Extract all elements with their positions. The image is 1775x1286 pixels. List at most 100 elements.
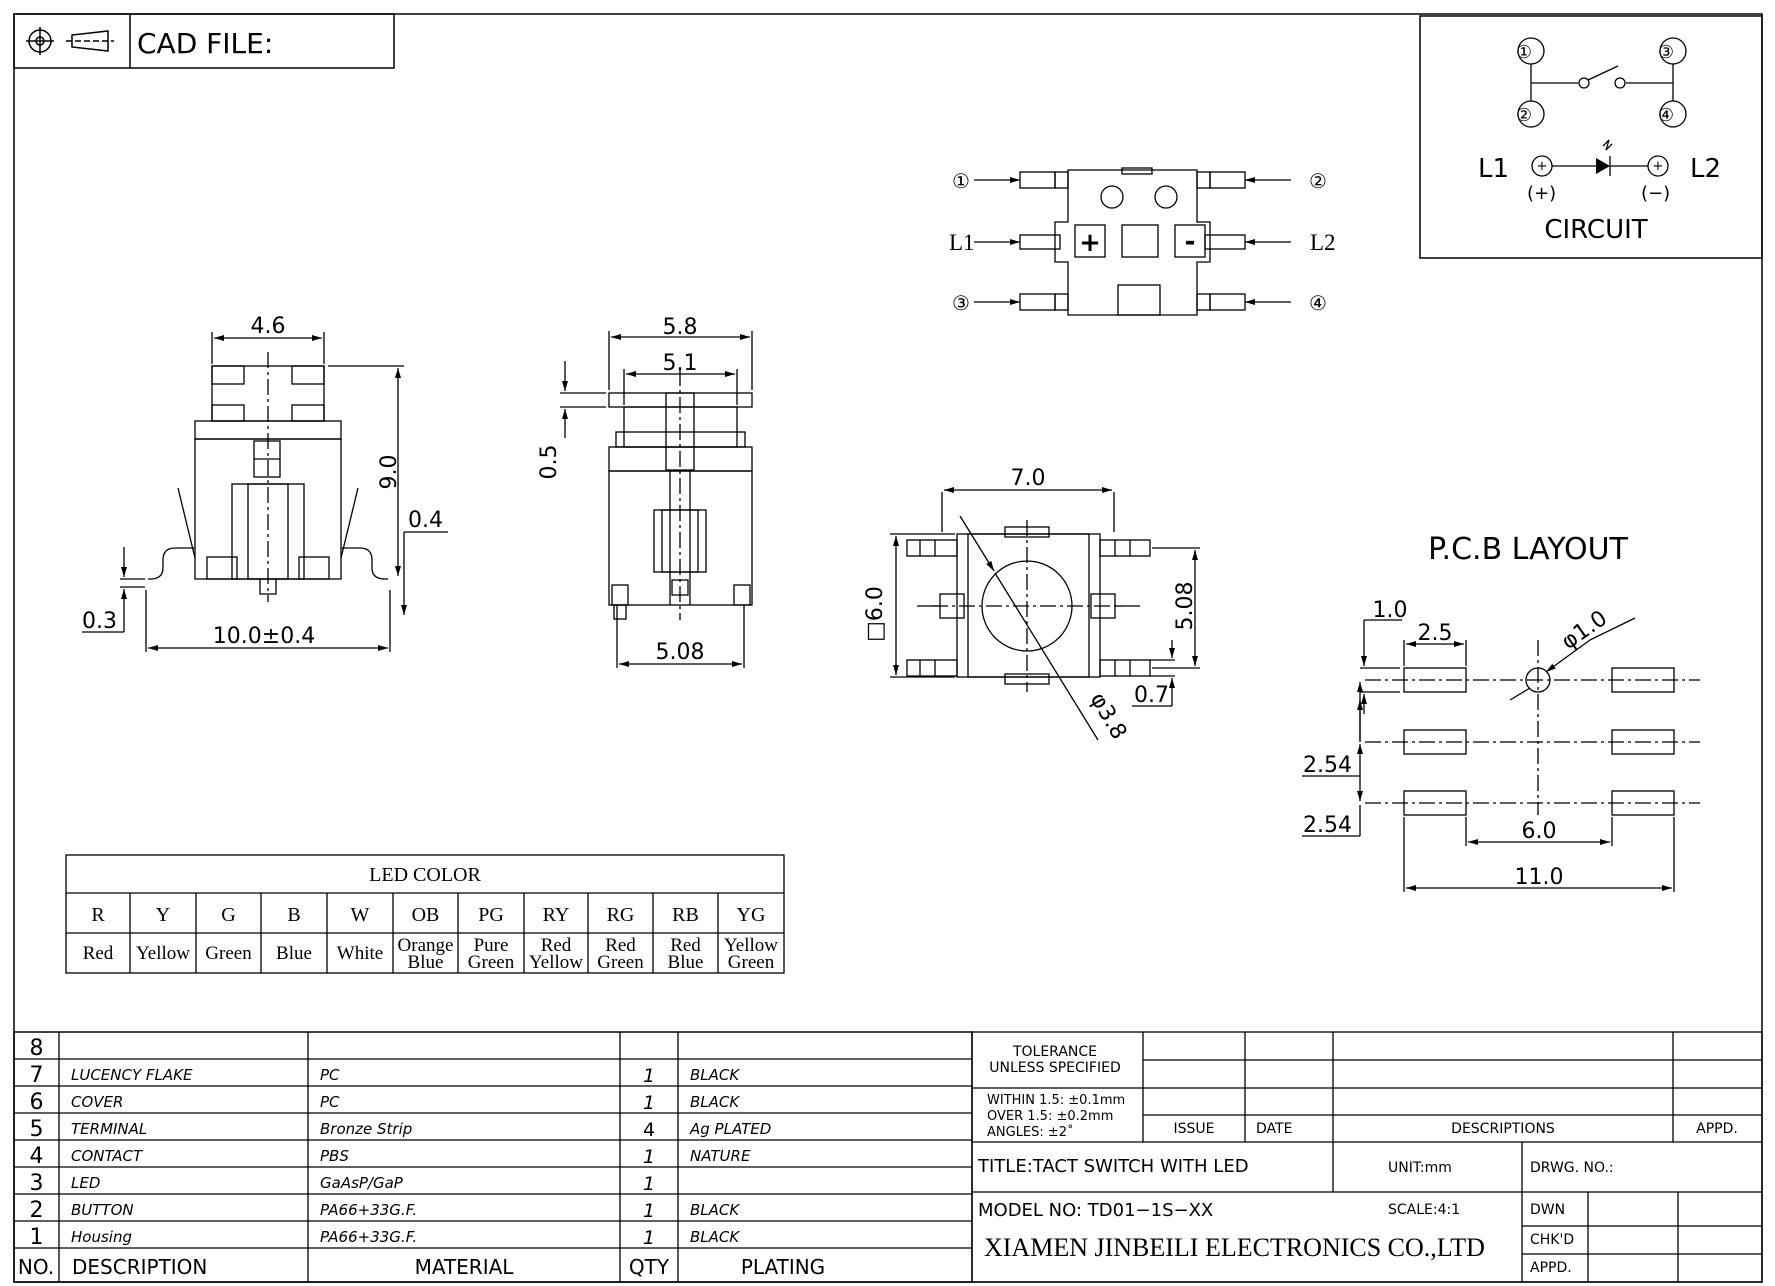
bom-material-cell: PC: [320, 1066, 340, 1084]
led-color-table: LED COLOR RRedYYellowGGreenBBlueWWhiteOB…: [65, 854, 785, 974]
bom-qty-cell: 1: [643, 1200, 655, 1222]
dim-pcb-6-0: 6.0: [1522, 819, 1557, 844]
led-color-name: Green: [597, 952, 644, 973]
bom-description-cell: COVER: [71, 1093, 123, 1111]
bom-qty-cell: 4: [643, 1119, 655, 1141]
circuit-l2-label: L2: [1690, 154, 1721, 184]
dim-pcb-11-0: 11.0: [1515, 865, 1564, 890]
bom-no-cell: 8: [30, 1036, 44, 1061]
circuit-pin-3: ③: [1658, 42, 1674, 63]
led-color-name: Red: [605, 935, 636, 956]
bom-header-no: NO.: [18, 1255, 54, 1279]
led-color-name: Blue: [408, 952, 444, 973]
bom-header-qty: QTY: [629, 1255, 670, 1279]
top-view-l1: L1: [949, 230, 975, 255]
dim-side-width: 5.8: [663, 315, 698, 340]
dim-bottom-body: □6.0: [863, 586, 888, 642]
led-color-name: Red: [670, 935, 701, 956]
top-view-drawing: + - ① ② ③ ④ L1 L2: [949, 167, 1336, 316]
svg-text:+: +: [1537, 159, 1548, 174]
front-view-drawing: 4.6 9.0 0.4 0.3 10.0±0.4: [82, 314, 448, 652]
led-color-name: Blue: [276, 943, 312, 964]
led-code: Y: [156, 904, 170, 926]
led-color-title: LED COLOR: [369, 864, 481, 886]
bom-no-cell: 3: [30, 1171, 44, 1196]
pcb-layout-drawing: P.C.B LAYOUT: [1302, 532, 1700, 892]
dim-front-height: 9.0: [377, 455, 402, 490]
top-view-pin-1: ①: [952, 169, 970, 193]
bom-material-cell: PBS: [320, 1147, 349, 1165]
led-code: YG: [737, 904, 766, 926]
led-code: OB: [412, 904, 440, 926]
circuit-title: CIRCUIT: [1544, 215, 1647, 245]
led-code: RY: [543, 904, 570, 926]
bom-no-cell: 2: [30, 1198, 44, 1223]
bom-material-cell: PC: [320, 1093, 340, 1111]
top-view-l2: L2: [1310, 230, 1336, 255]
pcb-layout-title: P.C.B LAYOUT: [1428, 532, 1628, 567]
svg-text:+: +: [1653, 159, 1664, 174]
led-color-name: Green: [205, 943, 252, 964]
led-code: RB: [672, 904, 699, 926]
side-view-drawing: 5.8 5.1 0.5 5.08: [537, 315, 753, 668]
dim-front-width: 4.6: [251, 314, 286, 339]
bom-description-cell: BUTTON: [71, 1201, 134, 1219]
bom-qty-cell: 1: [643, 1146, 655, 1168]
bom-plating-cell: BLACK: [690, 1228, 740, 1246]
bom-header-plating: PLATING: [741, 1255, 825, 1279]
scale-label: SCALE:4:1: [1388, 1202, 1460, 1218]
top-view-pin-4: ④: [1309, 291, 1327, 315]
led-color-name: Yellow: [529, 952, 583, 973]
cad-file-box: CAD FILE:: [13, 13, 395, 69]
dim-side-0-5: 0.5: [537, 445, 562, 480]
led-color-name: Blue: [668, 952, 704, 973]
bom-description-cell: TERMINAL: [71, 1120, 147, 1138]
dim-pcb-2-5: 2.5: [1418, 621, 1453, 646]
led-color-name: Red: [83, 943, 114, 964]
dim-front-overall: 10.0±0.4: [213, 624, 315, 649]
bom-no-cell: 4: [30, 1144, 44, 1169]
led-color-name: Yellow: [724, 935, 778, 956]
drawing-number-label: DRWG. NO.:: [1530, 1160, 1614, 1176]
bom-no-cell: 1: [30, 1225, 44, 1250]
led-color-name: Green: [468, 952, 515, 973]
dim-pcb-hole: φ1.0: [1557, 606, 1612, 655]
circuit-minus-label: (−): [1641, 183, 1670, 204]
bom-qty-cell: 1: [643, 1065, 655, 1087]
led-code: B: [287, 904, 300, 926]
circuit-pin-4: ④: [1658, 105, 1674, 126]
bom-material-cell: PA66+33G.F.: [320, 1228, 417, 1246]
bom-no-cell: 7: [30, 1063, 44, 1088]
top-view-plus: +: [1079, 228, 1101, 258]
cad-file-label: CAD FILE:: [137, 27, 273, 60]
led-code: G: [221, 904, 235, 926]
led-color-name: Red: [541, 935, 572, 956]
dim-bottom-width: 7.0: [1011, 466, 1046, 491]
led-color-name: Pure: [474, 935, 509, 956]
led-code: PG: [478, 904, 504, 926]
led-color-name: Green: [728, 952, 775, 973]
bom-plating-cell: BLACK: [690, 1066, 740, 1084]
bom-plating-cell: Ag PLATED: [689, 1120, 771, 1138]
drawing-title: TITLE:TACT SWITCH WITH LED: [977, 1156, 1249, 1177]
bom-material-cell: Bronze Strip: [320, 1120, 412, 1138]
title-block: [971, 1031, 1763, 1283]
descriptions-header: DESCRIPTIONS: [1451, 1121, 1555, 1137]
circuit-l1-label: L1: [1478, 154, 1509, 184]
top-view-pin-3: ③: [952, 291, 970, 315]
dim-pcb-2-54-a: 2.54: [1303, 753, 1352, 778]
bom-description-cell: LUCENCY FLAKE: [71, 1066, 193, 1084]
bom-qty-cell: 1: [643, 1092, 655, 1114]
company-name: XIAMEN JINBEILI ELECTRONICS CO.,LTD: [984, 1233, 1485, 1262]
bom-material-cell: GaAsP/GaP: [320, 1174, 404, 1192]
dim-pcb-1-0: 1.0: [1373, 598, 1408, 623]
top-view-minus: -: [1185, 227, 1196, 257]
dim-pcb-2-54-b: 2.54: [1303, 813, 1352, 838]
bom-qty-cell: 1: [643, 1173, 655, 1195]
circuit-diagram: + + ① ③ ② ④ L1 L2 (+) (−) CIRCUIT: [1419, 15, 1763, 259]
dim-side-inner: 5.1: [663, 351, 698, 376]
third-angle-projection-icon: [26, 27, 114, 55]
bom-description-cell: CONTACT: [71, 1147, 144, 1165]
